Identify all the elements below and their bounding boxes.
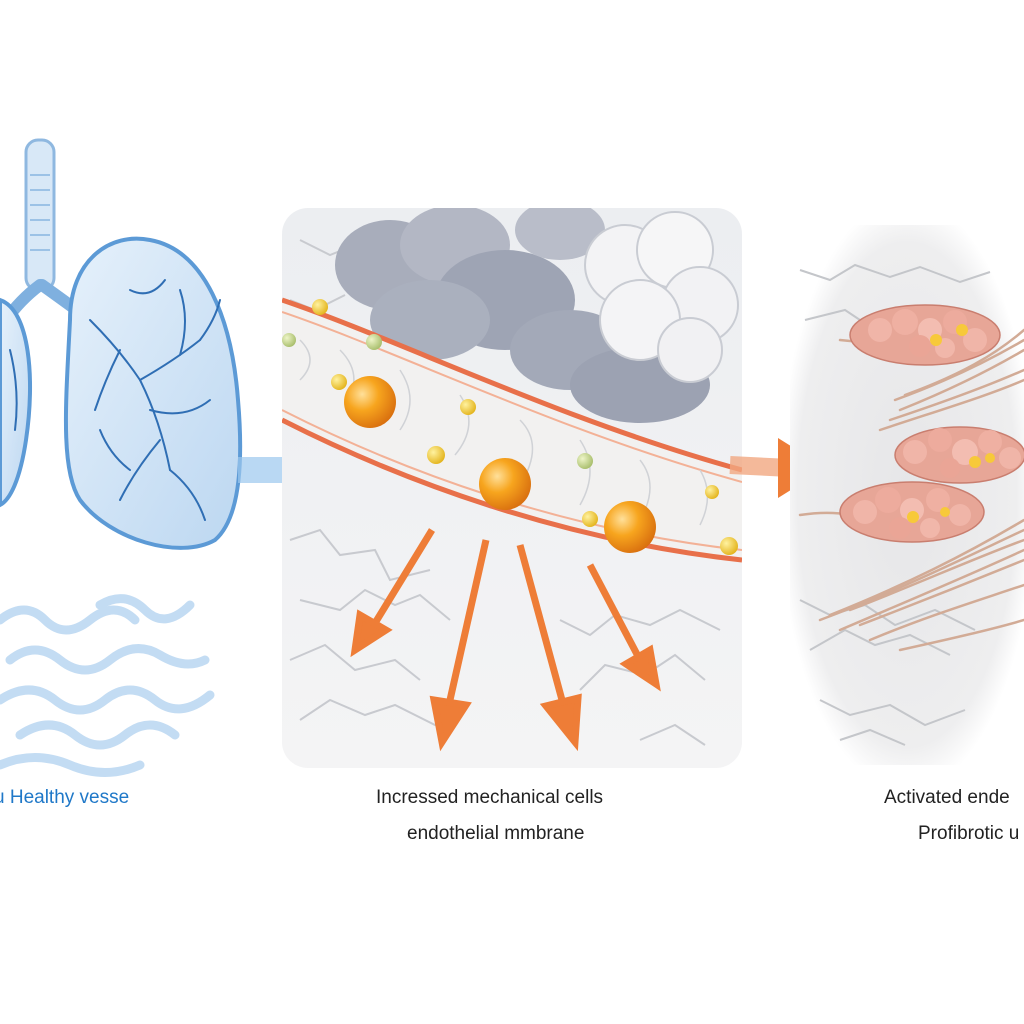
mechanical-stress-caption-line2: endothelial mmbrane <box>407 823 585 844</box>
fibroblast-cluster-icon <box>839 304 1024 543</box>
alveolar-cluster-icon <box>335 208 739 423</box>
alveolar-sac-icon <box>584 211 739 383</box>
collagen-fibers-icon <box>798 328 1024 652</box>
mechanical-stress-panel <box>282 208 826 768</box>
healthy-vessel-caption: u Healthy vesse <box>0 787 130 808</box>
healthy-vessel-waves-icon <box>0 594 215 777</box>
lung-icon <box>0 236 243 550</box>
mechanosensitive-particles <box>282 299 738 555</box>
fibrotic-tissue-panel <box>790 225 1024 765</box>
mechanical-force-arrows-icon <box>350 528 661 752</box>
mechanical-stress-caption-line1: Incressed mechanical cells <box>376 787 604 808</box>
activated-endothelium-caption-line1: Activated ende <box>884 787 1010 808</box>
profibrotic-caption-line2: Profibrotic u <box>918 823 1020 844</box>
healthy-lung-panel <box>0 138 330 777</box>
vessel-wall-icon <box>282 297 742 563</box>
